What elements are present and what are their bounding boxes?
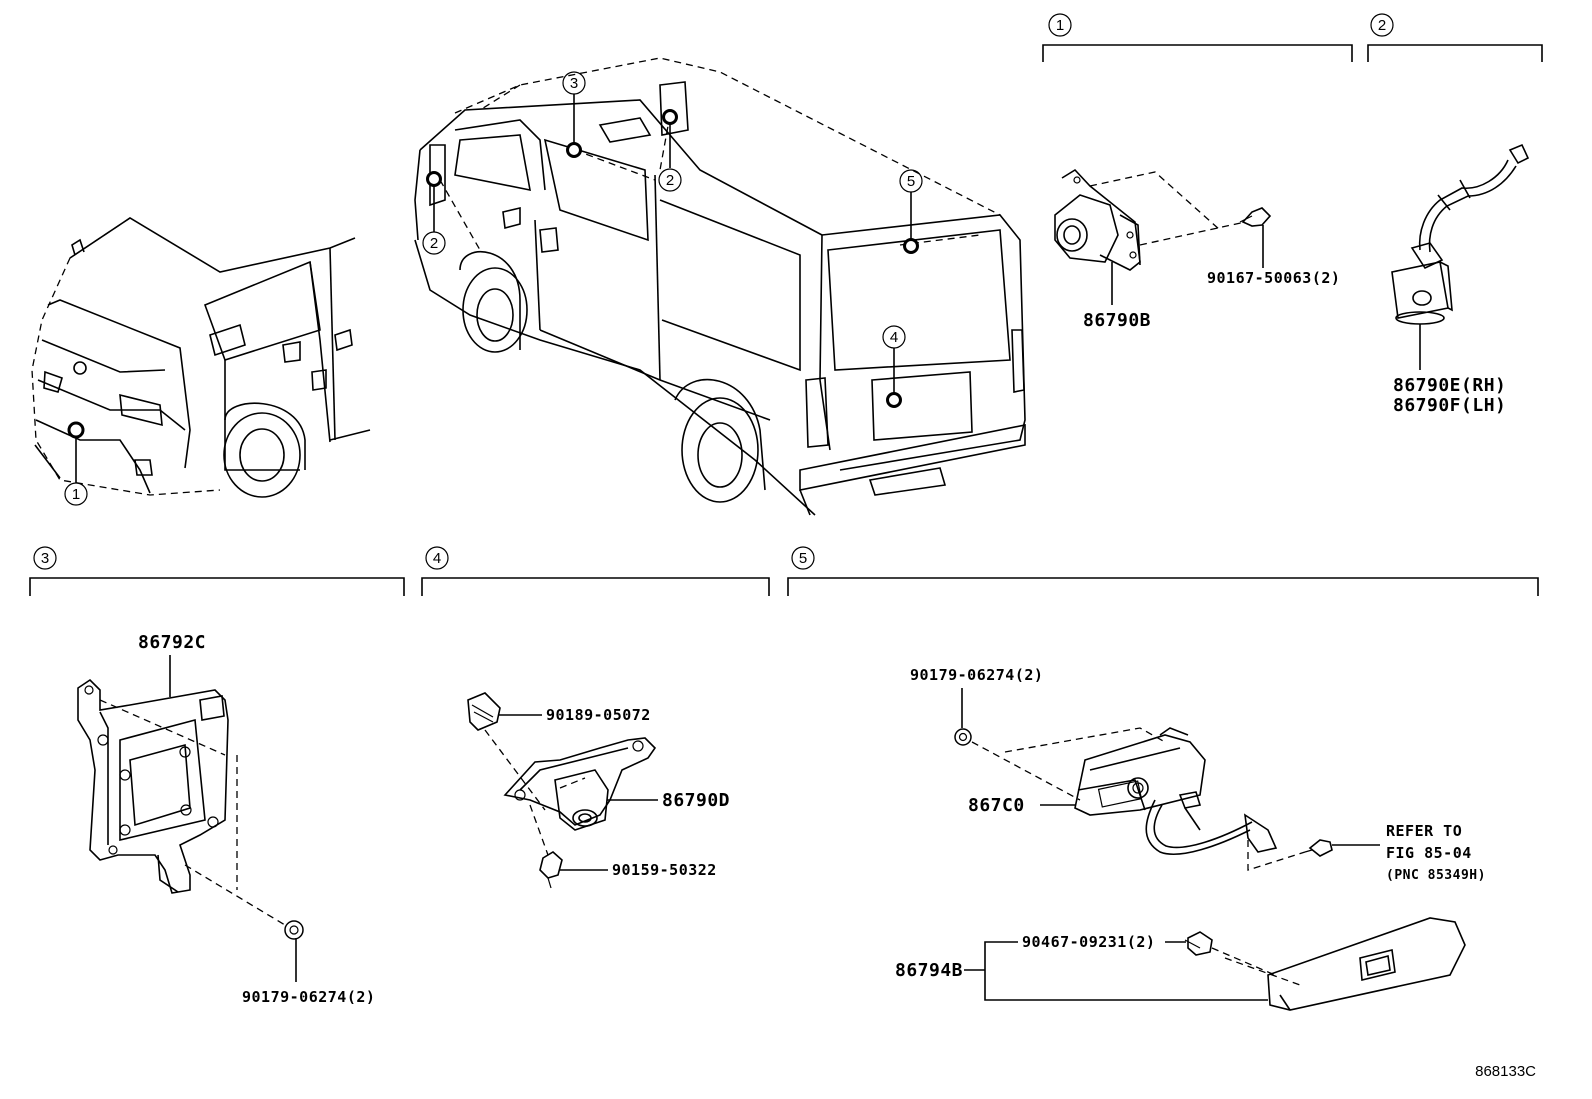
svg-text:FIG 85-04: FIG 85-04 [1386, 844, 1472, 862]
section-callout-2: 2 [1370, 13, 1394, 37]
svg-text:867C0: 867C0 [968, 795, 1025, 816]
figure-code: 868133C [1475, 1063, 1536, 1080]
part-86794B-cover: 86794B [895, 917, 1466, 1011]
part-90189-grommet: 90189-05072 [467, 692, 651, 811]
part-86790D-back-camera: 86790D [503, 737, 730, 831]
svg-text:1: 1 [1056, 17, 1064, 34]
svg-text:86790B: 86790B [1083, 310, 1151, 331]
svg-text:90467-09231(2): 90467-09231(2) [1022, 933, 1155, 951]
section-callout-5: 5 [791, 546, 815, 570]
svg-text:5: 5 [799, 550, 807, 567]
svg-text:4: 4 [433, 550, 441, 567]
svg-text:90159-50322: 90159-50322 [612, 861, 717, 879]
part-867C0-camera-assembly: 867C0 [968, 727, 1306, 871]
svg-text:3: 3 [41, 550, 49, 567]
svg-text:4: 4 [890, 329, 898, 346]
svg-text:(PNC 85349H): (PNC 85349H) [1386, 868, 1486, 883]
svg-text:1: 1 [72, 486, 80, 503]
svg-text:90179-06274(2): 90179-06274(2) [910, 666, 1043, 684]
part-90179-nut-section3: 90179-06274(2) [242, 920, 375, 1006]
part-90467-clip: 90467-09231(2) [1022, 931, 1276, 976]
svg-text:3: 3 [570, 75, 578, 92]
part-90179-nut-section5: 90179-06274(2) [910, 666, 1166, 801]
svg-text:2: 2 [430, 235, 438, 252]
part-refer-connector: REFER TO FIG 85-04 (PNC 85349H) [1304, 822, 1486, 883]
section-callout-4: 4 [425, 546, 449, 570]
svg-text:90167-50063(2): 90167-50063(2) [1207, 269, 1340, 287]
svg-text:86790E(RH): 86790E(RH) [1393, 375, 1506, 396]
rear-van-illustration: 2 3 2 5 4 [414, 57, 1026, 516]
svg-text:REFER TO: REFER TO [1386, 822, 1462, 840]
svg-text:90179-06274(2): 90179-06274(2) [242, 988, 375, 1006]
section-brackets [29, 44, 1543, 596]
svg-text:2: 2 [666, 172, 674, 189]
section-callout-1: 1 [1048, 13, 1072, 37]
front-van-illustration: 1 [31, 217, 371, 506]
svg-text:2: 2 [1378, 17, 1386, 34]
svg-text:90189-05072: 90189-05072 [546, 706, 651, 724]
svg-text:86792C: 86792C [138, 632, 206, 653]
part-90167-bolt: 90167-50063(2) [1207, 207, 1340, 287]
svg-text:86790F(LH): 86790F(LH) [1393, 395, 1506, 416]
part-86792C-bracket: 86792C [77, 632, 286, 926]
svg-text:5: 5 [907, 173, 915, 190]
part-86790E-side-camera: 86790E(RH) 86790F(LH) [1391, 143, 1530, 416]
part-86790B-camera-bracket: 86790B [1054, 168, 1246, 331]
section-callout-3: 3 [33, 546, 57, 570]
part-90159-screw: 90159-50322 [529, 804, 717, 889]
svg-text:86790D: 86790D [662, 790, 730, 811]
svg-text:86794B: 86794B [895, 960, 963, 981]
